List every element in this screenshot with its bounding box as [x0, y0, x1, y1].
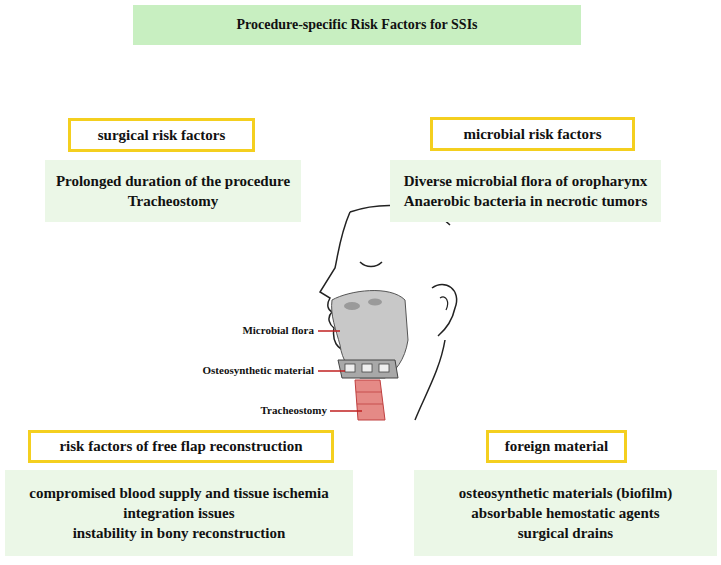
part-label: Tracheostomy [261, 404, 327, 416]
factor-list-box: compromised blood supply and tissue isch… [5, 470, 353, 556]
title-text: Procedure-specific Risk Factors for SSIs [236, 17, 477, 33]
node-text: Prolonged duration of the procedure [56, 171, 290, 191]
factor-list-box: osteosynthetic materials (biofilm)absorb… [414, 470, 717, 556]
node-text: Tracheostomy [128, 191, 219, 211]
node-text: foreign material [505, 438, 608, 455]
node-text: Anaerobic bacteria in necrotic tumors [404, 191, 648, 211]
node-text: surgical drains [518, 523, 613, 543]
node-text: Diverse microbial flora of oropharynx [404, 171, 648, 191]
factor-list-box: Prolonged duration of the procedureTrach… [45, 160, 301, 222]
node-text: surgical risk factors [98, 127, 225, 144]
category-heading: foreign material [486, 430, 627, 463]
node-text: instability in bony reconstruction [73, 523, 286, 543]
node-text: microbial risk factors [463, 126, 601, 143]
node-text: absorbable hemostatic agents [471, 503, 659, 523]
node-text: compromised blood supply and tissue isch… [29, 483, 328, 503]
node-text: integration issues [123, 503, 234, 523]
title-band: Procedure-specific Risk Factors for SSIs [133, 5, 581, 45]
category-heading: microbial risk factors [430, 117, 635, 151]
part-label: Microbial flora [242, 324, 314, 336]
node-text: osteosynthetic materials (biofilm) [459, 483, 672, 503]
node-text: risk factors of free flap reconstruction [59, 438, 302, 455]
factor-list-box: Diverse microbial flora of oropharynxAna… [390, 160, 661, 222]
category-heading: risk factors of free flap reconstruction [28, 430, 334, 463]
category-heading: surgical risk factors [68, 118, 255, 152]
part-label: Osteosynthetic material [203, 364, 315, 376]
